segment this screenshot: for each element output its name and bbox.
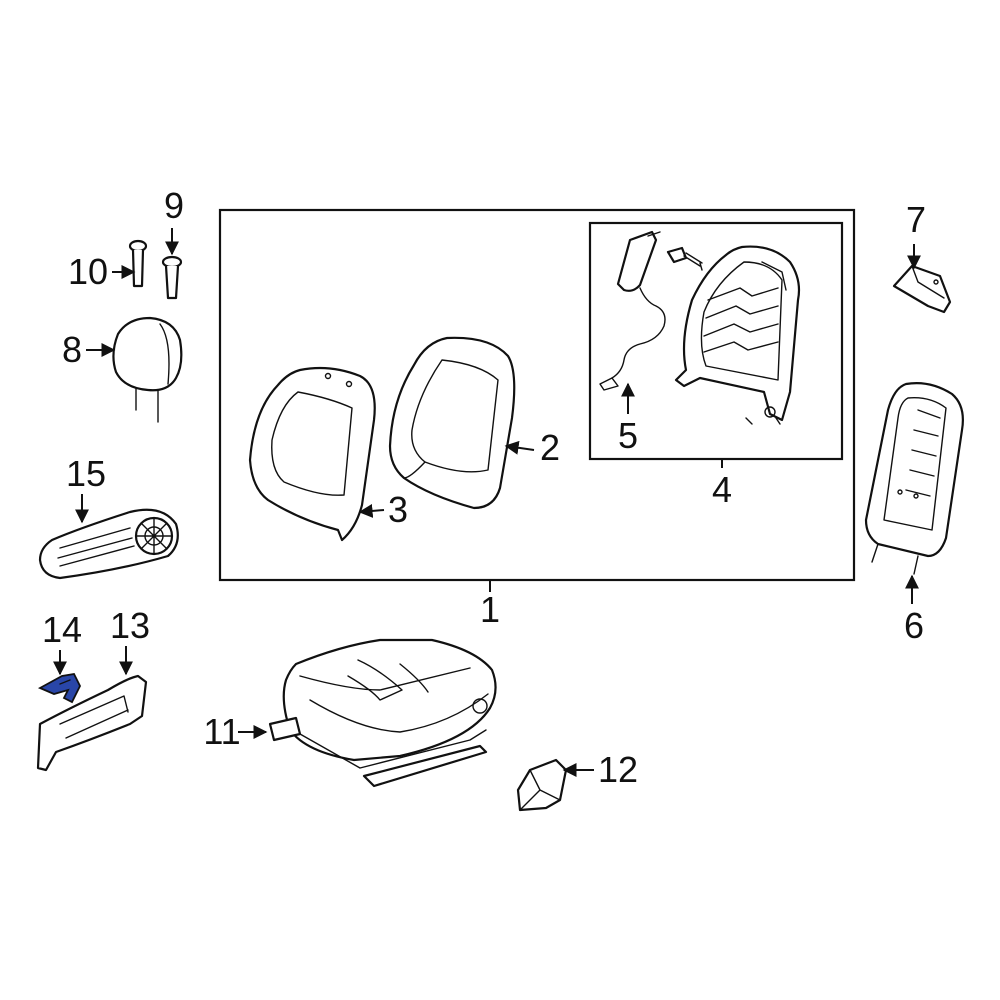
clip-highlighted[interactable] <box>37 673 82 704</box>
arrow-3 <box>358 503 385 518</box>
callout-6: 6 <box>904 605 924 646</box>
callout-2: 2 <box>540 427 560 468</box>
arrow-2 <box>504 440 535 455</box>
callout-9: 9 <box>164 185 184 226</box>
trim-cover[interactable] <box>892 264 952 314</box>
recliner-cover[interactable] <box>38 508 179 580</box>
seatback-back-panel[interactable] <box>864 382 964 575</box>
callout-12: 12 <box>598 749 638 790</box>
assembly-box-1 <box>218 208 856 582</box>
callout-7: 7 <box>906 199 926 240</box>
callout-13: 13 <box>110 605 150 646</box>
headrest[interactable] <box>112 316 183 423</box>
seat-cushion[interactable] <box>268 638 497 788</box>
callout-1: 1 <box>480 589 500 630</box>
callout-4: 4 <box>712 469 732 510</box>
callout-14: 14 <box>42 609 82 650</box>
callout-11: 11 <box>203 711 240 752</box>
side-shield[interactable] <box>36 674 148 772</box>
side-airbag-module[interactable] <box>599 230 666 391</box>
adjust-knob[interactable] <box>516 758 568 812</box>
seatback-frame[interactable] <box>674 245 801 425</box>
callout-15: 15 <box>66 453 106 494</box>
airbag-bolt[interactable] <box>666 246 703 271</box>
seatback-cover-rear[interactable] <box>388 336 516 510</box>
seatback-cover-front[interactable] <box>248 366 376 542</box>
callout-5: 5 <box>618 415 638 456</box>
callout-10: 10 <box>68 251 108 292</box>
callout-8: 8 <box>62 329 82 370</box>
headrest-guide-9[interactable] <box>161 255 183 300</box>
headrest-guide-10[interactable] <box>128 239 148 288</box>
assembly-box-4 <box>588 221 844 461</box>
callout-3: 3 <box>388 489 408 530</box>
